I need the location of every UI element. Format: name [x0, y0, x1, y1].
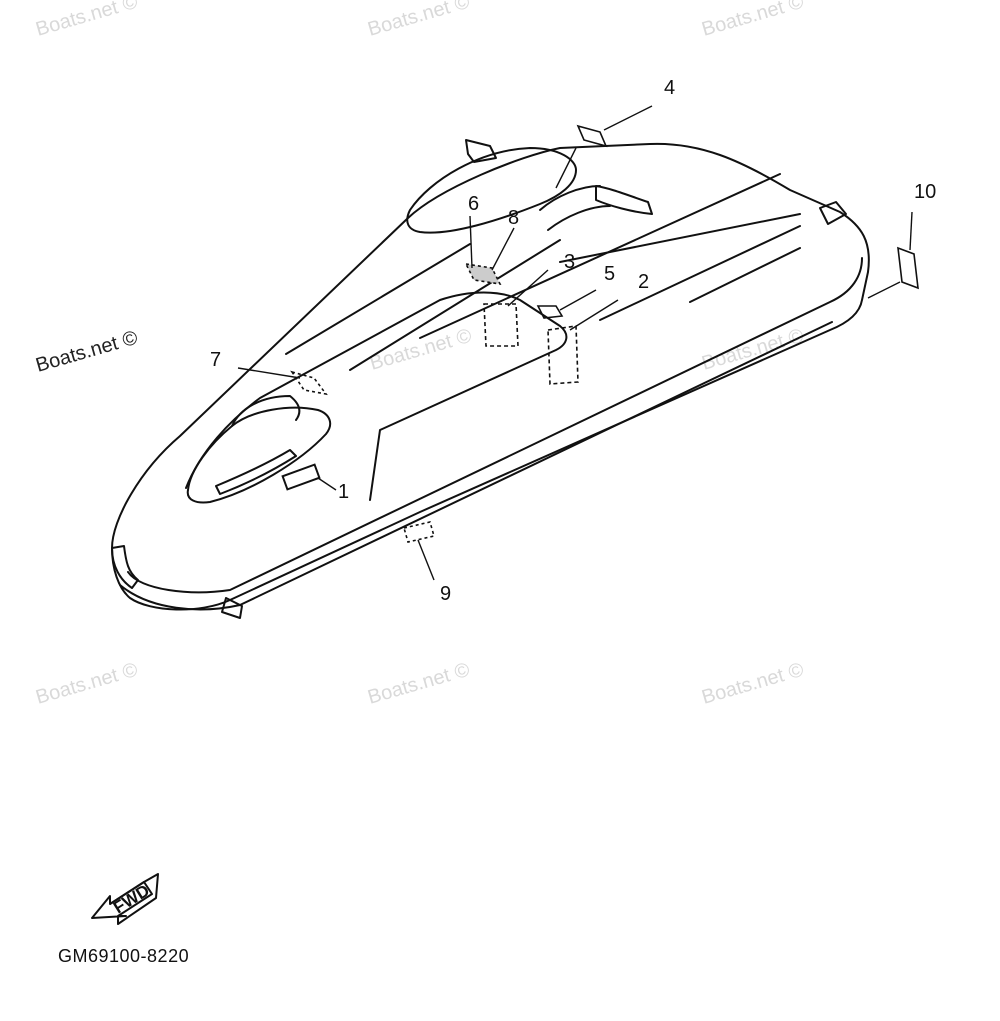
steering-column: [539, 185, 611, 231]
leader-1: [317, 477, 337, 491]
watermark-top-center: Boats.net ©: [365, 0, 472, 41]
callout-2: 2: [638, 271, 649, 293]
label-4-indicator: [576, 124, 608, 148]
leader-4: [603, 105, 653, 131]
leader-3: [507, 269, 549, 307]
label-1-indicator: [281, 463, 321, 491]
handlebar-right: [595, 185, 653, 215]
leader-6: [469, 215, 473, 269]
label-2-indicator: [547, 325, 579, 385]
watermark-mid-right: Boats.net ©: [699, 325, 806, 375]
label-indicators: [281, 124, 919, 543]
watermark-low-center: Boats.net ©: [365, 659, 472, 709]
watermark-top-left: Boats.net ©: [33, 0, 140, 41]
drawing-code: GM69100-8220: [58, 946, 190, 966]
bow-vent: [215, 449, 297, 495]
watermark-low-left: Boats.net ©: [33, 659, 140, 709]
fwd-arrow-icon: FWD: [91, 873, 159, 925]
label-6-indicator: [464, 262, 502, 286]
handlebar-left: [465, 139, 497, 163]
leader-5: [559, 289, 597, 311]
deck-groove-4: [559, 213, 801, 263]
side-rub-rail: [221, 597, 243, 619]
watermark-featured: Boats.net ©: [33, 327, 140, 377]
bow-bumper: [111, 545, 139, 589]
deck-groove-2: [349, 239, 561, 371]
leader-9: [417, 539, 435, 581]
callout-6: 6: [468, 193, 479, 215]
callout-5: 5: [604, 263, 615, 285]
callout-numbers: 1 2 3 4 5 6 7 8 9 10: [210, 77, 936, 605]
leader-10-lower: [867, 281, 901, 299]
label-9-indicator: [402, 521, 436, 543]
watermark-layer: Boats.net © Boats.net © Boats.net © Boat…: [33, 0, 806, 709]
callout-8: 8: [508, 207, 519, 229]
label-7-indicator: [290, 370, 328, 396]
callout-7: 7: [210, 349, 221, 371]
deck-panel-front: [185, 291, 568, 501]
callout-4: 4: [664, 77, 675, 99]
callout-9: 9: [440, 583, 451, 605]
hull-outline: [111, 142, 870, 611]
deck-groove-3: [419, 173, 781, 339]
label-3-indicator: [483, 303, 519, 347]
callout-10: 10: [914, 181, 936, 203]
leader-lines: [237, 105, 913, 581]
deck-groove-6: [599, 225, 801, 321]
hull-lower-line: [119, 321, 833, 611]
deck-groove-5: [689, 247, 801, 303]
leader-2: [569, 299, 619, 331]
leader-8: [491, 227, 515, 271]
leader-10: [909, 211, 913, 251]
label-10-indicator: [897, 246, 919, 290]
bow-hatch-inner: [231, 395, 301, 427]
leader-4-lower: [555, 147, 577, 189]
gunwale-line: [127, 257, 863, 594]
bow-hatch: [186, 406, 332, 504]
callout-3: 3: [564, 251, 575, 273]
callout-1: 1: [338, 481, 349, 503]
watermark-top-right: Boats.net ©: [699, 0, 806, 41]
watercraft-drawing: [111, 139, 870, 619]
stern-bumper: [819, 201, 847, 225]
leader-7: [237, 367, 301, 379]
handle-pole: [406, 147, 577, 234]
label-5-indicator: [536, 305, 564, 319]
watermark-low-right: Boats.net ©: [699, 659, 806, 709]
deck-groove-1: [285, 243, 471, 355]
